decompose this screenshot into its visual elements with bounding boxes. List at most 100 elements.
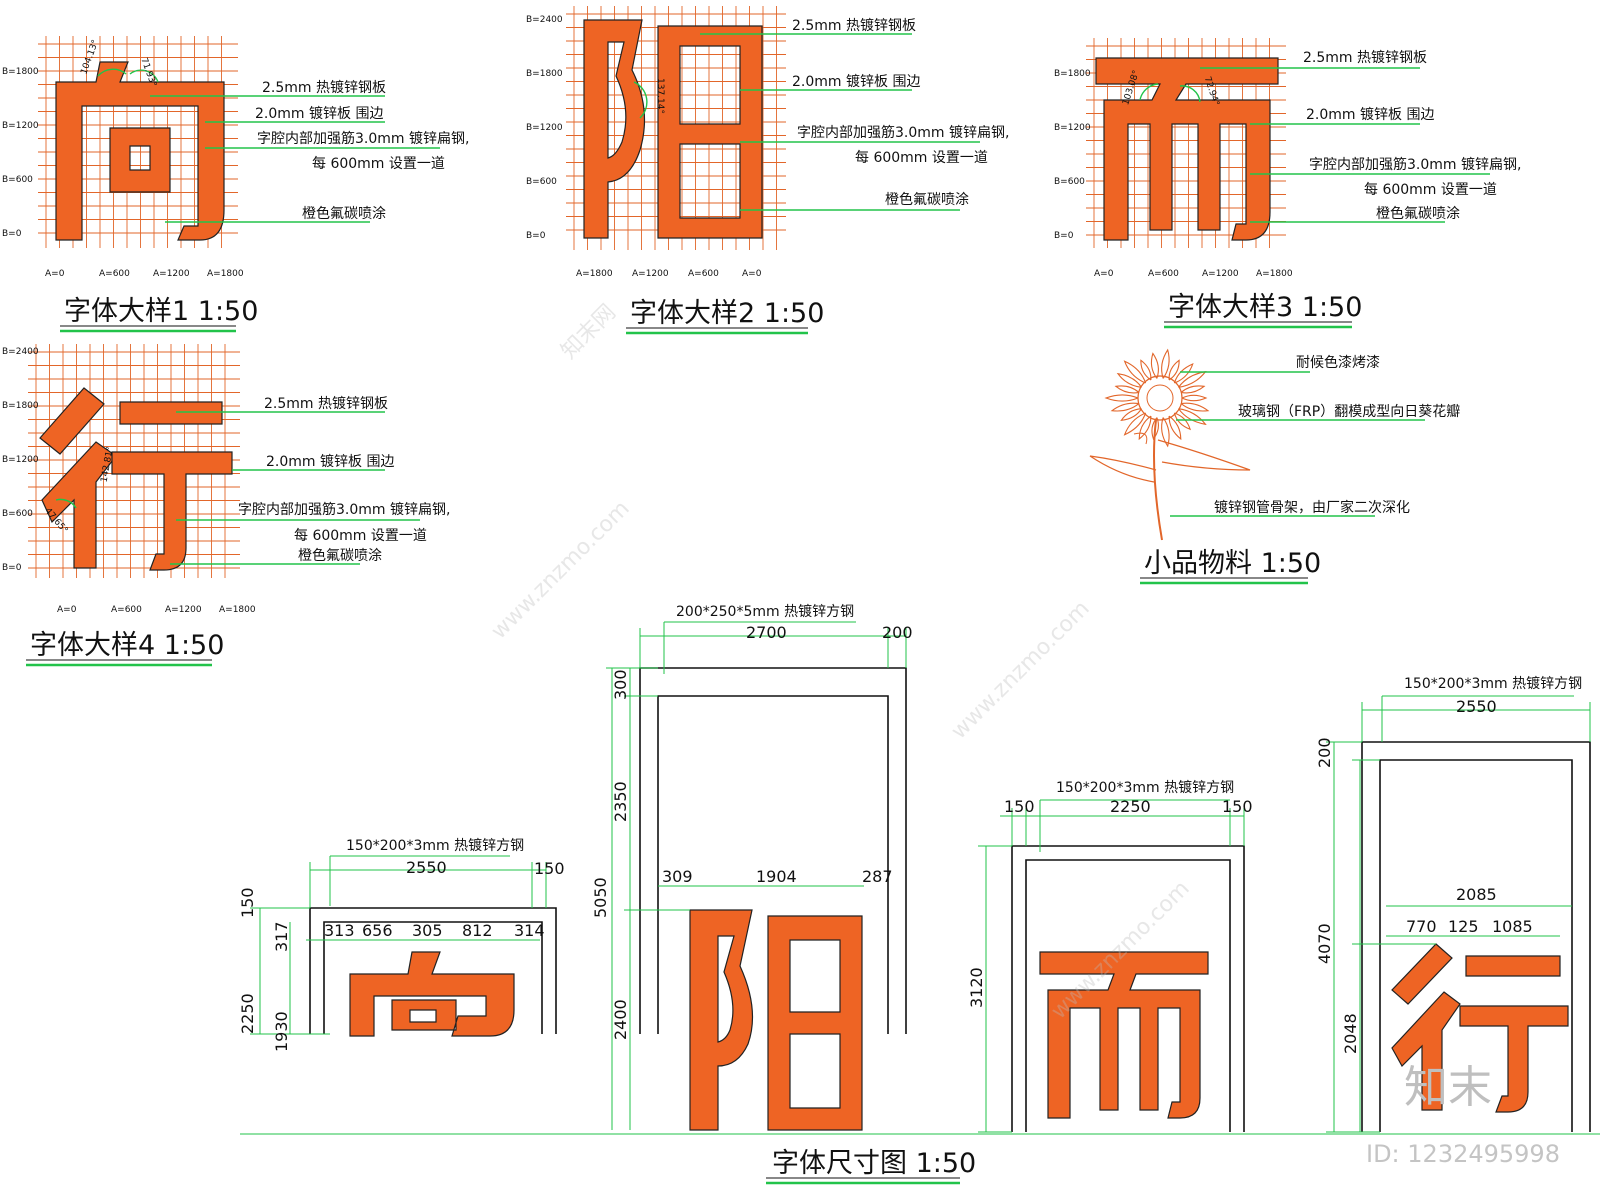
dim-label: 309	[662, 867, 693, 886]
elevation-xiang: 150*200*3mm 热镀锌方钢 2550 150 313 656 305 8…	[238, 837, 565, 1052]
a-label: A=1200	[632, 269, 669, 279]
frame-outer	[639, 667, 907, 1034]
b-label: B=1800	[526, 69, 563, 79]
dim-label: 314	[514, 921, 545, 940]
glyph-xiang	[55, 61, 225, 241]
frame-outer	[309, 907, 557, 1034]
note: 字腔内部加强筋3.0mm 镀锌扁钢,	[797, 124, 1009, 141]
b-label: B=600	[526, 177, 557, 187]
detail-title: 字体大样4 1:50	[30, 630, 224, 661]
dim-label: 150	[1222, 797, 1253, 816]
frame-inner	[323, 921, 543, 1034]
dim-label: 2250	[1110, 797, 1151, 816]
angle-arc	[1179, 85, 1201, 103]
note: 耐候色漆烤漆	[1296, 354, 1380, 371]
frame-outer	[1011, 845, 1245, 1132]
b-label: B=1800	[2, 401, 39, 411]
spec-label: 150*200*3mm 热镀锌方钢	[346, 837, 524, 854]
angle-arc-1	[97, 68, 127, 77]
glyph-er-elev	[1039, 951, 1209, 1119]
angle-label: 137.14°	[655, 78, 665, 114]
detail-xing: 142.81° 47.65° B=2400 B=1800 B=1200 B=60…	[2, 344, 450, 667]
b-label: B=1200	[2, 455, 39, 465]
a-label: A=600	[688, 269, 719, 279]
elevation-er: 150*200*3mm 热镀锌方钢 150 2250 150 3120	[967, 779, 1253, 1133]
b-label: B=0	[2, 229, 22, 239]
sunflower-petal	[1181, 394, 1208, 402]
glyph-er	[1095, 57, 1279, 241]
sunflower-petal	[1168, 359, 1180, 381]
note: 字腔内部加强筋3.0mm 镀锌扁钢,	[1309, 156, 1521, 173]
detail-title: 字体大样3 1:50	[1168, 292, 1362, 323]
note: 字腔内部加强筋3.0mm 镀锌扁钢,	[257, 130, 469, 147]
sunflower-petal	[1178, 370, 1207, 388]
watermark-url: www.znzmo.com	[947, 596, 1095, 744]
frame-inner	[1025, 859, 1231, 1132]
glyph-xing-right	[111, 401, 233, 571]
a-label: A=0	[57, 605, 77, 615]
note: 2.0mm 镀锌板 围边	[792, 73, 920, 90]
detail-xiang: 104.13° 71.93° B=1800 B=1200 B=600 B=0 A…	[2, 36, 469, 333]
elevation-title: 字体尺寸图 1:50	[772, 1148, 976, 1179]
a-label: A=1800	[576, 269, 613, 279]
b-label: B=1200	[1054, 123, 1091, 133]
detail-title: 字体大样2 1:50	[630, 298, 824, 329]
frame-outer	[1361, 741, 1591, 1132]
angle-arc	[633, 81, 648, 119]
b-label: B=0	[526, 231, 546, 241]
note: 2.5mm 热镀锌钢板	[1303, 49, 1427, 66]
dim-label: 305	[412, 921, 443, 940]
note: 字腔内部加强筋3.0mm 镀锌扁钢,	[238, 501, 450, 518]
sunflower-petal	[1138, 415, 1152, 441]
note: 2.5mm 热镀锌钢板	[262, 79, 386, 96]
dim-label: 300	[611, 669, 630, 700]
b-label: B=600	[1054, 177, 1085, 187]
sunflower-leaf	[1089, 455, 1157, 483]
dim-label: 150	[534, 859, 565, 878]
a-label: A=1200	[153, 269, 190, 279]
a-label: A=600	[111, 605, 142, 615]
dim-label: 200	[1315, 737, 1334, 768]
dim-label: 770	[1406, 917, 1437, 936]
b-label: B=1200	[526, 123, 563, 133]
note: 橙色氟碳喷涂	[885, 191, 969, 208]
detail-yang: 137.14° B=2400 B=1800 B=1200 B=600 B=0 A…	[526, 6, 1009, 335]
dim-label: 2250	[238, 993, 257, 1034]
dim-label: 4070	[1315, 923, 1334, 964]
dim-label: 5050	[591, 877, 610, 918]
glyph-yang-elev	[689, 909, 863, 1131]
sunflower-petal	[1178, 408, 1207, 426]
dim-label: 2400	[611, 999, 630, 1040]
a-label: A=600	[99, 269, 130, 279]
dim-label: 2048	[1341, 1013, 1360, 1054]
sunflower-petal	[1173, 412, 1191, 431]
dim-label: 1904	[756, 867, 797, 886]
a-label: A=1800	[1256, 269, 1293, 279]
note: 每 600mm 设置一道	[294, 528, 427, 544]
angle-arc-2	[129, 69, 159, 83]
glyph-xiang-elev	[349, 951, 515, 1037]
sunflower-petal	[1114, 385, 1140, 394]
dim-label: 2550	[406, 858, 447, 877]
dim-label: 150	[1004, 797, 1035, 816]
sunflower-petal	[1180, 402, 1210, 412]
sunflower-petal	[1150, 352, 1159, 379]
dim-label: 2550	[1456, 697, 1497, 716]
brand-watermark: 知末	[1404, 1062, 1492, 1113]
b-label: B=0	[2, 563, 22, 573]
dim-label: 125	[1448, 917, 1479, 936]
b-label: B=2400	[2, 347, 39, 357]
sunflower-petal	[1180, 385, 1206, 394]
dim-label: 313	[324, 921, 355, 940]
angle-arc	[1139, 83, 1159, 101]
dim-label: 3120	[967, 967, 986, 1008]
note: 每 600mm 设置一道	[855, 150, 988, 166]
sunflower-petal	[1104, 394, 1139, 402]
frame-inner	[1379, 759, 1573, 1132]
sunflower-petal	[1173, 363, 1194, 384]
spec-label: 200*250*5mm 热镀锌方钢	[676, 603, 854, 620]
sunflower-petal	[1161, 348, 1170, 379]
angle-arc	[55, 498, 77, 509]
sunflower-detail: 耐候色漆烤漆 玻璃钢（FRP）翻模成型向日葵花瓣 镀锌钢管骨架，由厂家二次深化 …	[1089, 348, 1460, 585]
